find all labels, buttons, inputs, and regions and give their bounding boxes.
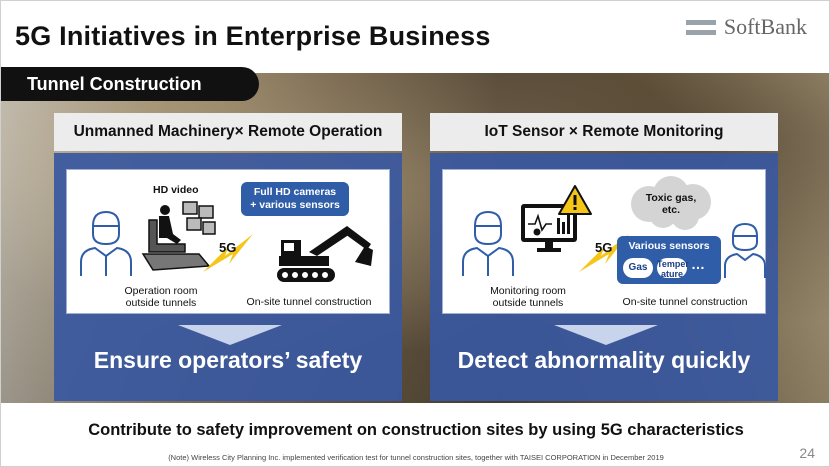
footnote: (Note) Wireless City Planning Inc. imple… bbox=[168, 453, 664, 462]
logo-text: SoftBank bbox=[723, 14, 807, 39]
diagram-card: HD video Operation room outside tunnels bbox=[66, 169, 390, 314]
more-sensors-ellipsis: … bbox=[691, 256, 705, 272]
toxic-gas-label: Toxic gas, etc. bbox=[645, 192, 697, 216]
hd-video-label: HD video bbox=[153, 184, 199, 196]
down-arrow-icon bbox=[178, 325, 282, 345]
5g-label: 5G bbox=[595, 240, 613, 255]
onsite-construction-label: On-site tunnel construction bbox=[622, 296, 748, 308]
temperature-sensor-pill: Temper ature bbox=[657, 258, 689, 279]
worker-person-icon bbox=[724, 222, 766, 278]
section-tag: Tunnel Construction bbox=[1, 67, 259, 101]
softbank-logo: SoftBank bbox=[685, 14, 807, 40]
gas-sensor-pill: Gas bbox=[623, 258, 653, 278]
panel-remote-monitoring: IoT Sensor × Remote Monitoring bbox=[430, 113, 778, 401]
page-title: 5G Initiatives in Enterprise Business bbox=[15, 21, 491, 51]
result-text: Ensure operators’ safety bbox=[93, 347, 363, 373]
down-arrow-icon bbox=[554, 325, 658, 345]
operator-person-icon bbox=[80, 210, 132, 276]
monitoring-room-label: Monitoring room outside tunnels bbox=[490, 285, 566, 309]
operation-room-label: Operation room outside tunnels bbox=[124, 285, 198, 309]
monitoring-person-icon bbox=[462, 210, 514, 276]
toxic-gas-cloud-icon bbox=[631, 176, 711, 230]
panel-body: HD video Operation room outside tunnels bbox=[54, 153, 402, 401]
5g-label: 5G bbox=[219, 240, 237, 255]
warning-icon bbox=[558, 185, 592, 215]
lightning-bolt-icon bbox=[203, 234, 253, 272]
panel-heading: IoT Sensor × Remote Monitoring bbox=[430, 113, 778, 151]
panel-remote-operation: Unmanned Machinery× Remote Operation HD … bbox=[54, 113, 402, 401]
logo-bars-icon bbox=[685, 19, 716, 35]
panel-heading: Unmanned Machinery× Remote Operation bbox=[54, 113, 402, 151]
page-number: 24 bbox=[799, 445, 815, 461]
cameras-sensors-bubble: Full HD cameras + various sensors bbox=[241, 182, 349, 216]
panel-body: Monitoring room outside tunnels 5G Toxi bbox=[430, 153, 778, 401]
excavator-icon bbox=[277, 226, 373, 282]
remote-cockpit-icon bbox=[141, 201, 216, 271]
summary-message: Contribute to safety improvement on cons… bbox=[88, 421, 744, 439]
result-text: Detect abnormality quickly bbox=[457, 347, 751, 373]
lightning-bolt-icon bbox=[579, 234, 629, 272]
onsite-construction-label: On-site tunnel construction bbox=[246, 296, 372, 308]
diagram-card: Monitoring room outside tunnels 5G Toxi bbox=[442, 169, 766, 314]
